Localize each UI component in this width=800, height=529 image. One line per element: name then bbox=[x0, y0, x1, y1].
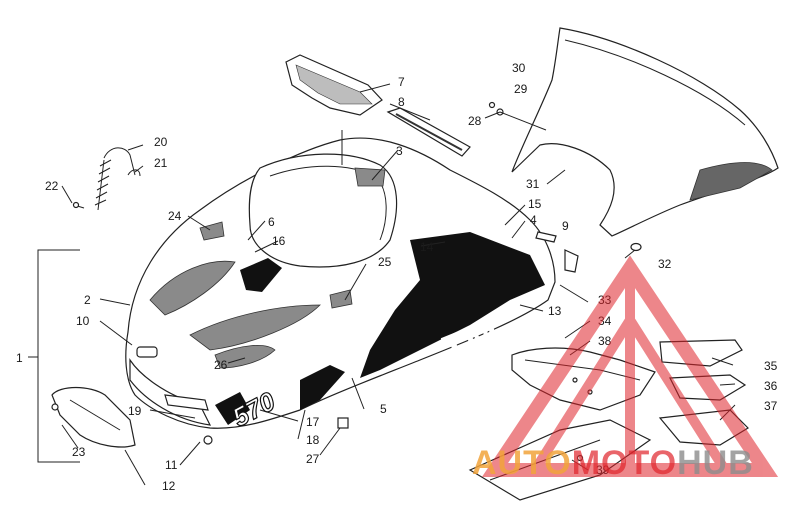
callout-17: 17 bbox=[306, 415, 320, 429]
callout-11: 11 bbox=[165, 458, 178, 472]
spring bbox=[94, 147, 141, 211]
hood-body bbox=[125, 137, 556, 429]
callout-39: 39 bbox=[596, 463, 610, 477]
screw-28 bbox=[484, 101, 547, 131]
callout-18: 18 bbox=[306, 433, 320, 447]
callout-31: 31 bbox=[526, 177, 540, 191]
lower-console bbox=[511, 347, 656, 411]
callout-14: 14 bbox=[420, 240, 434, 254]
windshield bbox=[511, 27, 779, 237]
callout-4: 4 bbox=[530, 213, 537, 227]
part-9 bbox=[535, 231, 557, 243]
callout-3: 3 bbox=[396, 144, 403, 158]
callout-19: 19 bbox=[128, 404, 142, 418]
bracket-1 bbox=[28, 249, 80, 463]
callout-37: 37 bbox=[764, 399, 778, 413]
hood-vent-top bbox=[285, 54, 383, 116]
callout-15: 15 bbox=[528, 197, 542, 211]
callout-34: 34 bbox=[598, 314, 612, 328]
callout-32: 32 bbox=[658, 257, 672, 271]
callout-24: 24 bbox=[168, 209, 182, 223]
base-plate bbox=[468, 419, 652, 501]
callout-35: 35 bbox=[764, 359, 778, 373]
callout-7: 7 bbox=[398, 75, 405, 89]
screw-11 bbox=[203, 435, 213, 445]
callout-21: 21 bbox=[154, 156, 168, 170]
callout-33: 33 bbox=[598, 293, 612, 307]
callout-38: 38 bbox=[598, 334, 612, 348]
screw-22 bbox=[72, 201, 85, 209]
callout-23: 23 bbox=[72, 445, 86, 459]
callout-6: 6 bbox=[268, 215, 275, 229]
callout-13: 13 bbox=[548, 304, 562, 318]
panel-36 bbox=[669, 374, 747, 401]
callout-10: 10 bbox=[76, 314, 90, 328]
callout-9: 9 bbox=[562, 219, 569, 233]
callout-30: 30 bbox=[512, 61, 526, 75]
hinge bbox=[564, 249, 579, 273]
callout-5: 5 bbox=[380, 402, 387, 416]
callout-8: 8 bbox=[398, 95, 405, 109]
callout-12: 12 bbox=[162, 479, 176, 493]
callout-28: 28 bbox=[468, 114, 482, 128]
callout-22: 22 bbox=[45, 179, 59, 193]
callout-29: 29 bbox=[514, 82, 528, 96]
panel-35 bbox=[659, 339, 743, 367]
callout-27: 27 bbox=[306, 452, 320, 466]
front-trim bbox=[51, 386, 136, 448]
clip-27 bbox=[337, 417, 349, 429]
callout-2: 2 bbox=[84, 293, 91, 307]
callout-26: 26 bbox=[214, 358, 228, 372]
hood-vent-strip bbox=[386, 107, 471, 157]
panel-37 bbox=[658, 409, 749, 446]
callout-16: 16 bbox=[272, 234, 286, 248]
callout-36: 36 bbox=[764, 379, 778, 393]
callout-1: 1 bbox=[16, 351, 23, 365]
callout-20: 20 bbox=[154, 135, 168, 149]
callout-25: 25 bbox=[378, 255, 392, 269]
grommet-32 bbox=[630, 242, 642, 252]
